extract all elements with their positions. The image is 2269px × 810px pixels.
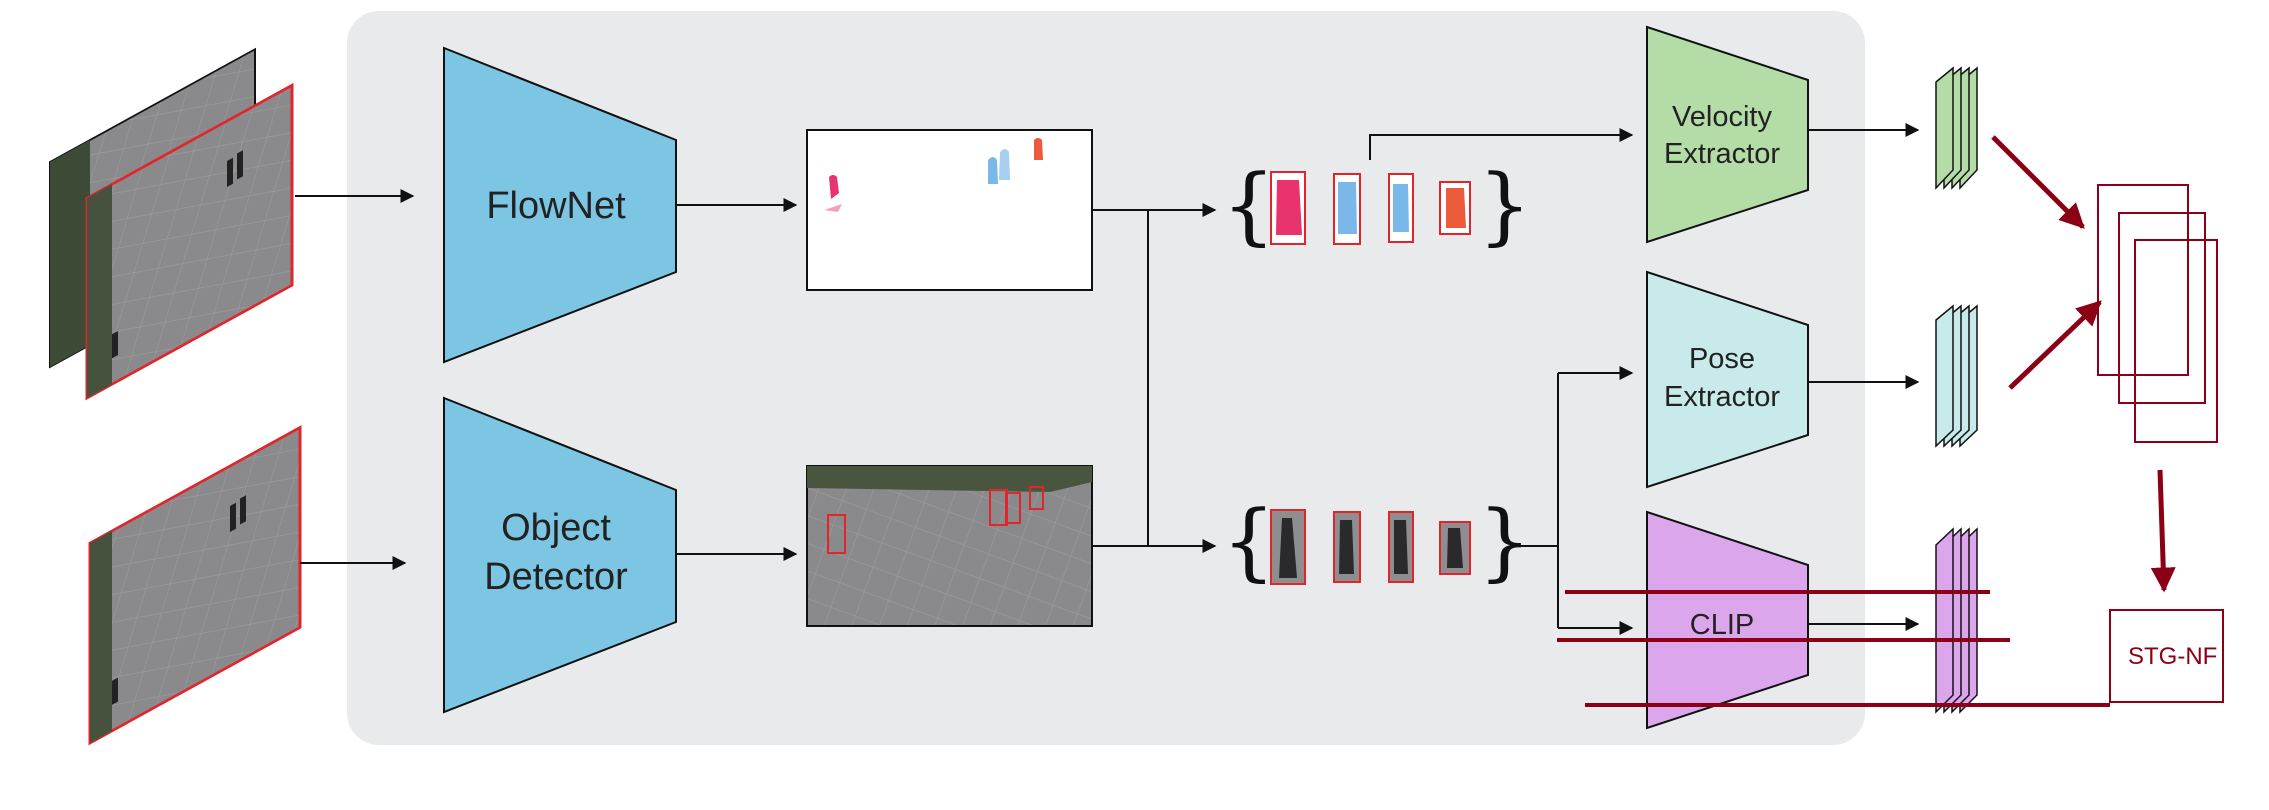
input-frame-single <box>88 425 302 746</box>
svg-text:}: } <box>1478 492 1531 590</box>
pose-label-line2: Extractor <box>1664 381 1780 413</box>
object-detector-block <box>443 396 677 714</box>
front-frame <box>85 82 294 401</box>
arrow-pose-to-flow <box>2008 300 2102 390</box>
velocity-feature-stack <box>1935 66 1978 190</box>
stgnf-label: STG-NF <box>2128 643 2217 670</box>
pose-extractor-block <box>1646 270 1809 489</box>
clip-feature-stack <box>1935 527 1978 714</box>
arrow-flow-crops-to-velocity <box>1369 128 1634 160</box>
svg-text:}: } <box>1478 156 1531 254</box>
red-horizontal-lines <box>1557 590 2110 707</box>
arrow-velocity-to-flow <box>1991 135 2085 229</box>
velocity-extractor-block <box>1646 25 1809 244</box>
detection-box <box>1029 486 1044 510</box>
flow-crops-set: { } <box>1222 156 1531 254</box>
stgnf-box <box>2109 609 2224 703</box>
pose-feature-stack <box>1935 304 1978 448</box>
arrow-flow-to-stgnf <box>2150 469 2176 593</box>
velocity-label-line2: Extractor <box>1664 138 1780 170</box>
detection-box <box>827 514 846 554</box>
clip-label: CLIP <box>1690 609 1754 641</box>
flow-map-output <box>806 129 1093 291</box>
svg-text:{: { <box>1222 156 1275 254</box>
arrow-detections-to-pose-clip <box>1512 366 1634 635</box>
detection-crops-set: { } <box>1222 492 1531 590</box>
crop-connector <box>1092 203 1217 553</box>
object-detector-label-line1: Object <box>501 507 611 549</box>
detection-box <box>1005 492 1021 524</box>
svg-text:{: { <box>1222 492 1275 590</box>
input-frame-pair <box>49 47 294 401</box>
clip-block <box>1646 510 1809 730</box>
detection-output <box>806 465 1093 627</box>
flownet-label: FlowNet <box>486 185 626 227</box>
velocity-label-line1: Velocity <box>1672 101 1772 133</box>
pose-label-line1: Pose <box>1689 343 1755 375</box>
object-detector-label-line2: Detector <box>484 556 628 598</box>
flow-stack <box>2097 184 2218 443</box>
flownet-block <box>443 46 677 364</box>
pipeline-panel <box>347 11 1865 745</box>
